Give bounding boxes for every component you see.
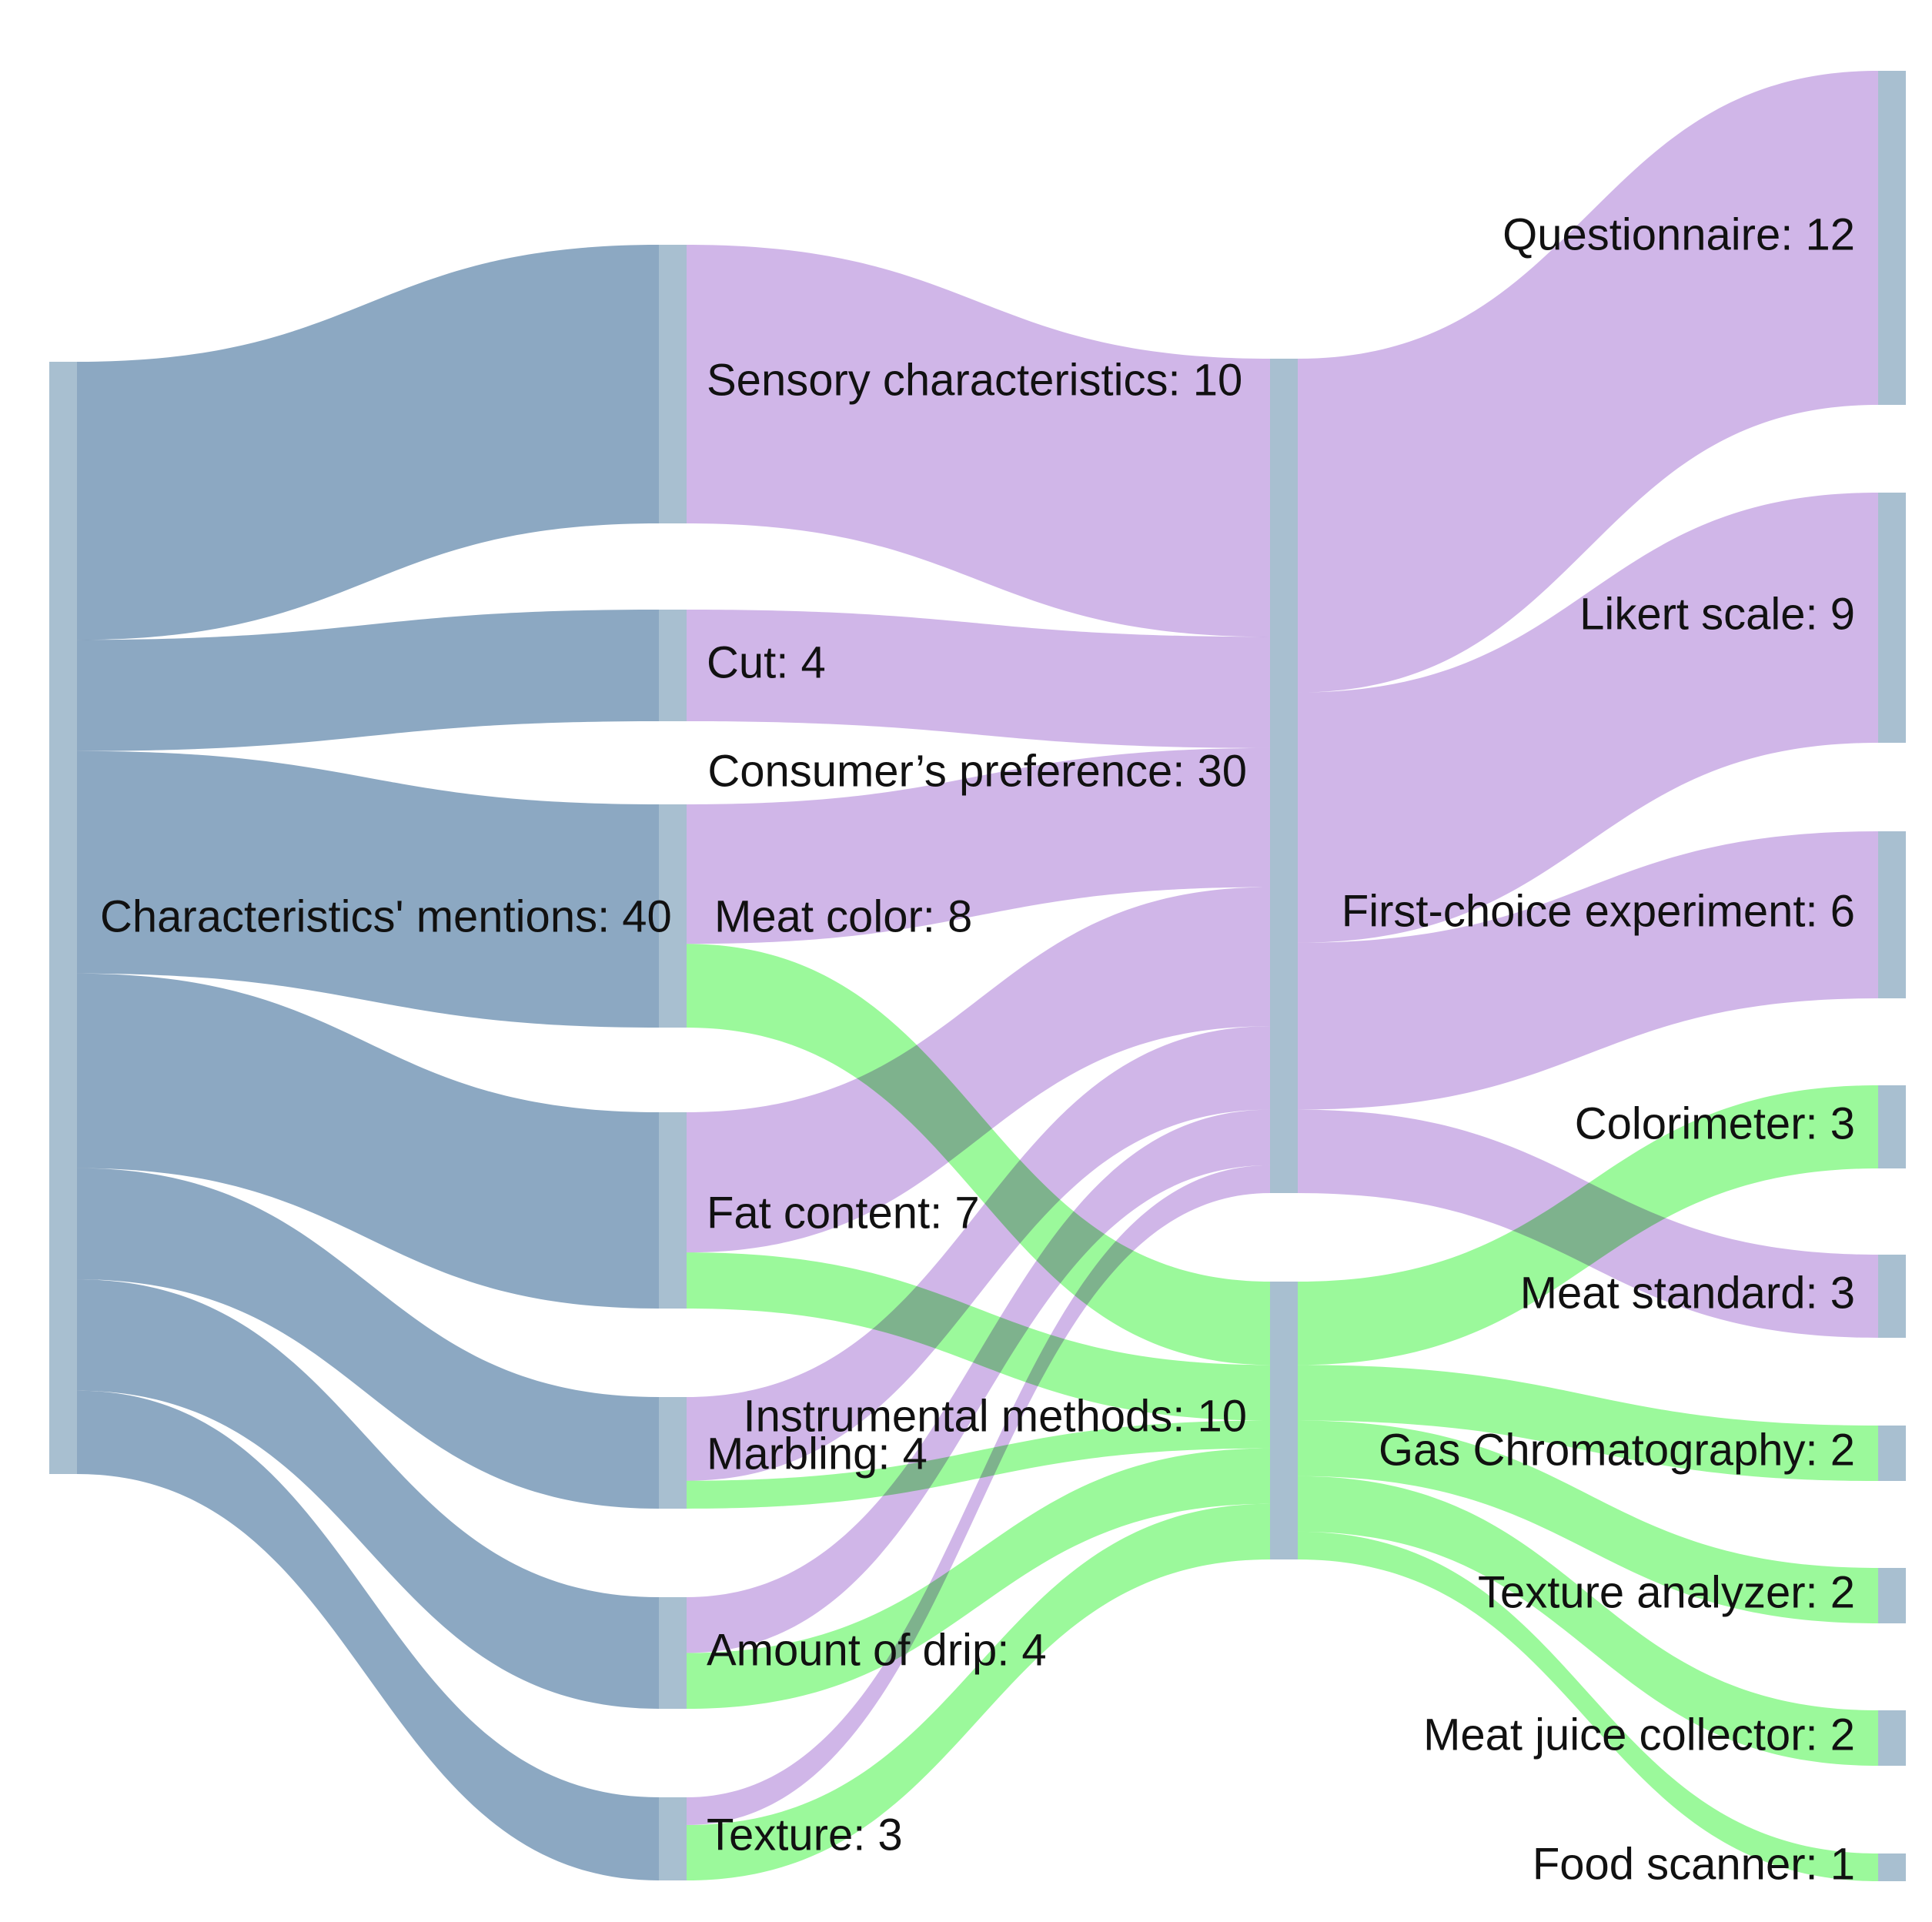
node-label-instrumental: Instrumental methods: 10 <box>744 1391 1247 1441</box>
node-cut <box>659 610 687 721</box>
node-fat <box>659 1112 687 1309</box>
link-marbling-to-instrumental <box>687 1420 1270 1509</box>
node-label-cut: Cut: 4 <box>707 637 826 687</box>
node-questionnaire <box>1878 71 1906 405</box>
link-mentions-to-marbling <box>77 1168 659 1509</box>
node-label-colorimeter: Colorimeter: 3 <box>1575 1098 1855 1148</box>
nodes-layer <box>49 71 1906 1881</box>
node-mentions <box>49 362 77 1474</box>
link-texture-to-consumer <box>687 1165 1270 1825</box>
node-consumer <box>1270 359 1298 1193</box>
link-sensory-to-consumer <box>687 245 1270 637</box>
link-drip-to-instrumental <box>687 1448 1270 1709</box>
link-fat-to-consumer <box>687 887 1270 1253</box>
node-texture <box>659 1797 687 1880</box>
link-consumer-to-likert <box>1298 493 1878 943</box>
node-sensory <box>659 245 687 523</box>
node-textureanalyzer <box>1878 1568 1906 1623</box>
link-instrumental-to-juice <box>1298 1476 1878 1766</box>
node-label-juice: Meat juice collector: 2 <box>1423 1710 1855 1760</box>
link-mentions-to-drip <box>77 1279 659 1709</box>
link-instrumental-to-gc <box>1298 1365 1878 1481</box>
link-consumer-to-questionnaire <box>1298 71 1878 693</box>
node-label-marbling: Marbling: 4 <box>707 1429 928 1479</box>
link-color-to-consumer <box>687 747 1270 944</box>
node-gc <box>1878 1426 1906 1481</box>
link-fat-to-instrumental <box>687 1252 1270 1421</box>
node-firstchoice <box>1878 831 1906 998</box>
link-texture-to-instrumental <box>687 1503 1270 1880</box>
link-consumer-to-firstchoice <box>1298 831 1878 1110</box>
link-instrumental-to-textureanalyzer <box>1298 1420 1878 1623</box>
node-label-texture: Texture: 3 <box>707 1810 903 1860</box>
link-mentions-to-fat <box>77 973 659 1309</box>
node-label-color: Meat color: 8 <box>714 891 972 941</box>
labels-layer: Characteristics' mentions: 40 Sensory cha… <box>100 209 1855 1889</box>
node-label-questionnaire: Questionnaire: 12 <box>1502 209 1855 259</box>
node-drip <box>659 1597 687 1709</box>
link-mentions-to-cut <box>77 610 659 751</box>
link-mentions-to-color <box>77 750 659 1028</box>
link-marbling-to-consumer <box>687 1026 1270 1481</box>
link-drip-to-consumer <box>687 1109 1270 1653</box>
link-mentions-to-texture <box>77 1390 659 1880</box>
node-label-sensory: Sensory characteristics: 10 <box>707 355 1242 405</box>
node-label-standard: Meat standard: 3 <box>1520 1268 1855 1318</box>
link-cut-to-consumer <box>687 610 1270 748</box>
node-label-gc: Gas Chromatography: 2 <box>1379 1425 1855 1475</box>
node-label-likert: Likert scale: 9 <box>1579 589 1855 639</box>
node-label-scanner: Food scanner: 1 <box>1533 1839 1855 1889</box>
link-instrumental-to-colorimeter <box>1298 1085 1878 1365</box>
node-label-mentions: Characteristics' mentions: 40 <box>100 891 672 941</box>
node-colorimeter <box>1878 1085 1906 1168</box>
node-standard <box>1878 1255 1906 1338</box>
node-label-textureanalyzer: Texture analyzer: 2 <box>1478 1567 1855 1617</box>
node-likert <box>1878 493 1906 743</box>
links-layer <box>77 71 1878 1881</box>
node-scanner <box>1878 1853 1906 1881</box>
node-marbling <box>659 1397 687 1509</box>
node-juice <box>1878 1710 1906 1766</box>
node-label-fat: Fat content: 7 <box>707 1188 980 1238</box>
node-color <box>659 804 687 1028</box>
node-label-consumer: Consumer’s preference: 30 <box>707 746 1247 796</box>
link-mentions-to-sensory <box>77 245 659 640</box>
node-label-firstchoice: First-choice experiment: 6 <box>1342 886 1855 936</box>
node-label-drip: Amount of drip: 4 <box>707 1625 1047 1675</box>
link-instrumental-to-scanner <box>1298 1531 1878 1881</box>
node-instrumental <box>1270 1282 1298 1559</box>
